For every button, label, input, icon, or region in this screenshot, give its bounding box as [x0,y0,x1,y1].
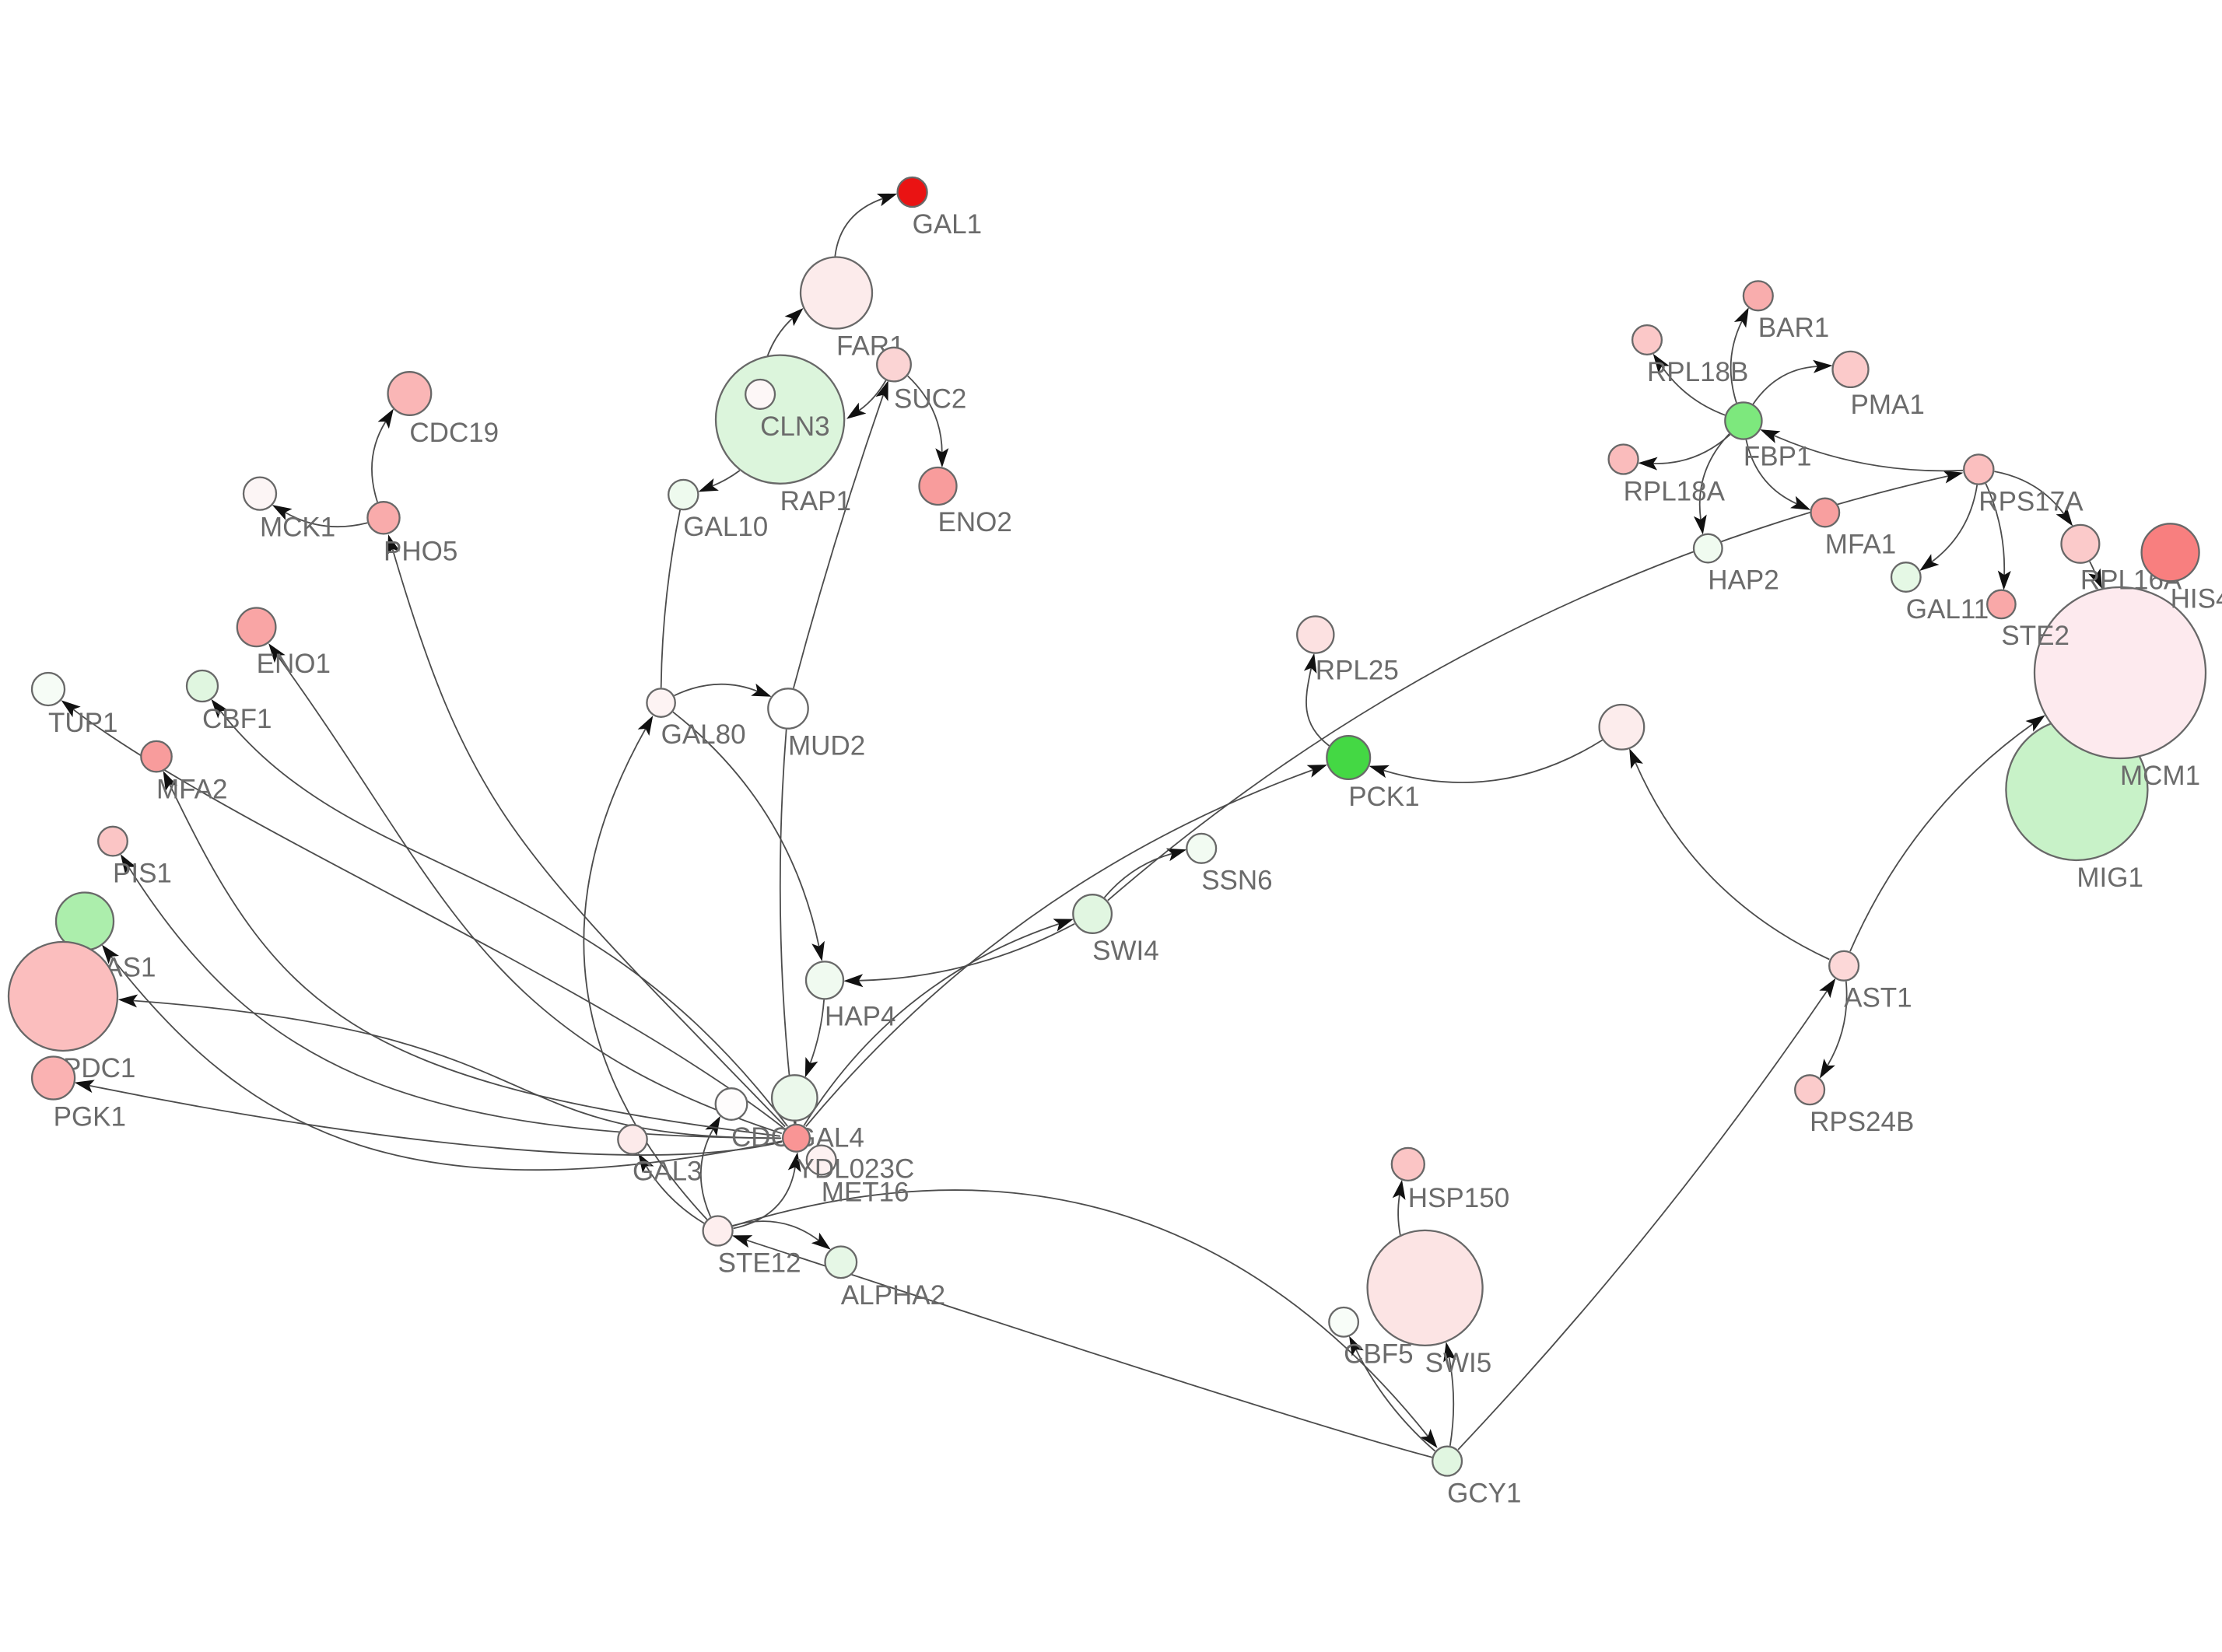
svg-text:FBP1: FBP1 [1744,442,1812,472]
svg-text:CBF5: CBF5 [1344,1339,1413,1370]
svg-text:GAL1: GAL1 [913,209,983,240]
svg-text:PHO5: PHO5 [384,536,457,566]
svg-text:RPS17A: RPS17A [1978,487,2084,517]
svg-text:YDL023C: YDL023C [797,1154,915,1185]
svg-text:MUD2: MUD2 [788,731,865,761]
svg-text:MIG1: MIG1 [2077,863,2143,893]
svg-text:PIS1: PIS1 [113,858,172,888]
svg-text:RPL18A: RPL18A [1624,477,1726,507]
svg-text:STE2: STE2 [2001,621,2070,651]
svg-text:GAL10: GAL10 [683,512,768,542]
svg-text:GAL11: GAL11 [1906,594,1989,625]
svg-text:RPS24B: RPS24B [1810,1107,1914,1137]
svg-text:SUC2: SUC2 [894,383,966,414]
svg-text:PCK1: PCK1 [1348,782,1419,812]
svg-text:HSP150: HSP150 [1408,1183,1509,1213]
svg-text:PMA1: PMA1 [1851,390,1925,420]
svg-text:MET16: MET16 [822,1177,909,1207]
svg-text:ALPHA2: ALPHA2 [841,1280,945,1311]
svg-text:CLN3: CLN3 [760,411,829,442]
svg-text:AST1: AST1 [1844,983,1912,1013]
svg-text:SSN6: SSN6 [1201,866,1272,896]
svg-text:ENO1: ENO1 [257,649,331,679]
svg-text:GAL80: GAL80 [661,719,746,750]
svg-text:PGK1: PGK1 [54,1102,126,1132]
svg-text:STE12: STE12 [718,1248,801,1279]
svg-text:RAP1: RAP1 [780,486,851,516]
svg-text:CBF1: CBF1 [202,704,272,734]
svg-text:MCM1: MCM1 [2120,761,2200,791]
svg-text:HAP2: HAP2 [1708,565,1779,595]
svg-text:MCK1: MCK1 [260,513,335,543]
svg-text:ENO2: ENO2 [938,507,1012,537]
svg-text:MFA1: MFA1 [1825,529,1896,559]
svg-text:SWI5: SWI5 [1425,1348,1492,1378]
svg-text:RPL18B: RPL18B [1647,357,1748,387]
svg-text:GCY1: GCY1 [1447,1479,1521,1509]
svg-text:GAL3: GAL3 [633,1157,703,1187]
svg-text:TUP1: TUP1 [48,708,117,738]
svg-text:HAP4: HAP4 [825,1001,895,1031]
svg-text:BAR1: BAR1 [1758,313,1829,343]
svg-text:RPL25: RPL25 [1316,656,1399,686]
svg-text:HIS4: HIS4 [2171,583,2222,614]
svg-text:MFA2: MFA2 [156,774,227,804]
svg-text:SWI4: SWI4 [1092,936,1159,966]
svg-text:CDC19: CDC19 [409,418,499,448]
